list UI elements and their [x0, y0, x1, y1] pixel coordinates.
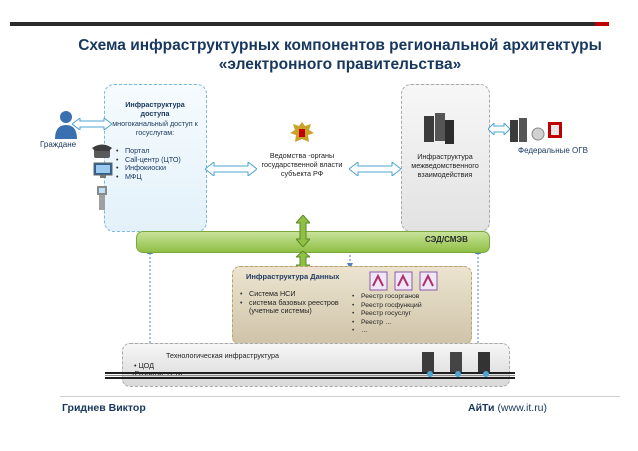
registry-item-4: …: [352, 327, 462, 336]
interdept-label: Инфраструктура межведомственного взаимод…: [411, 152, 479, 179]
footer-company-name: АйТи: [468, 402, 495, 414]
network-cables: [105, 372, 515, 379]
registry-item-2: Реестр госуслуг: [352, 310, 462, 319]
data-item-nsi: Система НСИ: [240, 289, 340, 299]
access-agency-arrow: [205, 162, 257, 176]
tech-item-dc: • ЦОД: [134, 361, 154, 370]
data-infra-right-list: Реестр госорганов Реестр госфункций Реес…: [352, 293, 462, 336]
tech-item-dc-text: ЦОД: [138, 361, 154, 370]
servers-icon: [424, 113, 454, 144]
phone-icon: [92, 144, 112, 158]
header-bar: [10, 22, 595, 26]
agency-interdept-arrow: [349, 162, 401, 176]
access-list: Портал Call-центр (ЦТО) Инфокиоски МФЦ: [116, 146, 204, 182]
access-item-mfc: МФЦ: [116, 172, 204, 182]
data-item-base-registers: система базовых реестров (учетные систем…: [240, 298, 340, 316]
sed-smev-bus: [136, 231, 490, 253]
datacenter-servers-icon: [422, 352, 490, 377]
citizen-access-arrow: [72, 118, 112, 130]
sed-label: СЭД/СМЭВ: [425, 235, 468, 244]
interdept-federal-arrow: [488, 123, 510, 135]
tech-infra-title: Технологическая инфраструктура: [166, 351, 280, 360]
agency-sed-arrow: [296, 215, 310, 247]
citizens-label: Граждане: [40, 140, 77, 149]
footer-author: Гриднев Виктор: [62, 402, 146, 414]
data-infra-title: Инфраструктура Данных: [246, 272, 340, 281]
kiosk-icon: [97, 186, 107, 210]
data-infra-left-list: Система НСИ система базовых реестров (уч…: [240, 289, 340, 316]
access-item-call-center: Call-центр (ЦТО): [116, 155, 204, 165]
interdept-infrastructure-box: [401, 84, 490, 232]
registry-item-1: Реестр госфункций: [352, 302, 462, 311]
footer-company-site: (www.it.ru): [497, 402, 548, 414]
citizen-icon: [55, 111, 77, 139]
registry-icons: [369, 271, 438, 291]
tech-infrastructure-box: [122, 343, 510, 387]
header-bar-red-tick: [595, 22, 609, 26]
computer-icon: [93, 162, 113, 178]
footer-company: АйТи (www.it.ru): [468, 402, 547, 414]
access-title: Инфраструктура доступа: [125, 100, 185, 118]
federal-servers-icon: [510, 118, 562, 142]
access-subtitle: многоканальный доступ к госуслугам:: [112, 119, 198, 137]
footer-divider: [60, 396, 620, 397]
access-item-kiosks: Инфокиоски: [116, 164, 204, 173]
registry-item-0: Реестр госорганов: [352, 293, 462, 302]
coat-of-arms-icon: [290, 122, 314, 142]
federal-label: Федеральные ОГВ: [518, 146, 588, 155]
access-item-portal: Портал: [116, 146, 204, 156]
registry-item-3: Реестр …: [352, 319, 462, 328]
diagram-title: Схема инфраструктурных компонентов регио…: [78, 37, 602, 73]
agencies-label: Ведомства -органы государственной власти…: [261, 151, 343, 178]
